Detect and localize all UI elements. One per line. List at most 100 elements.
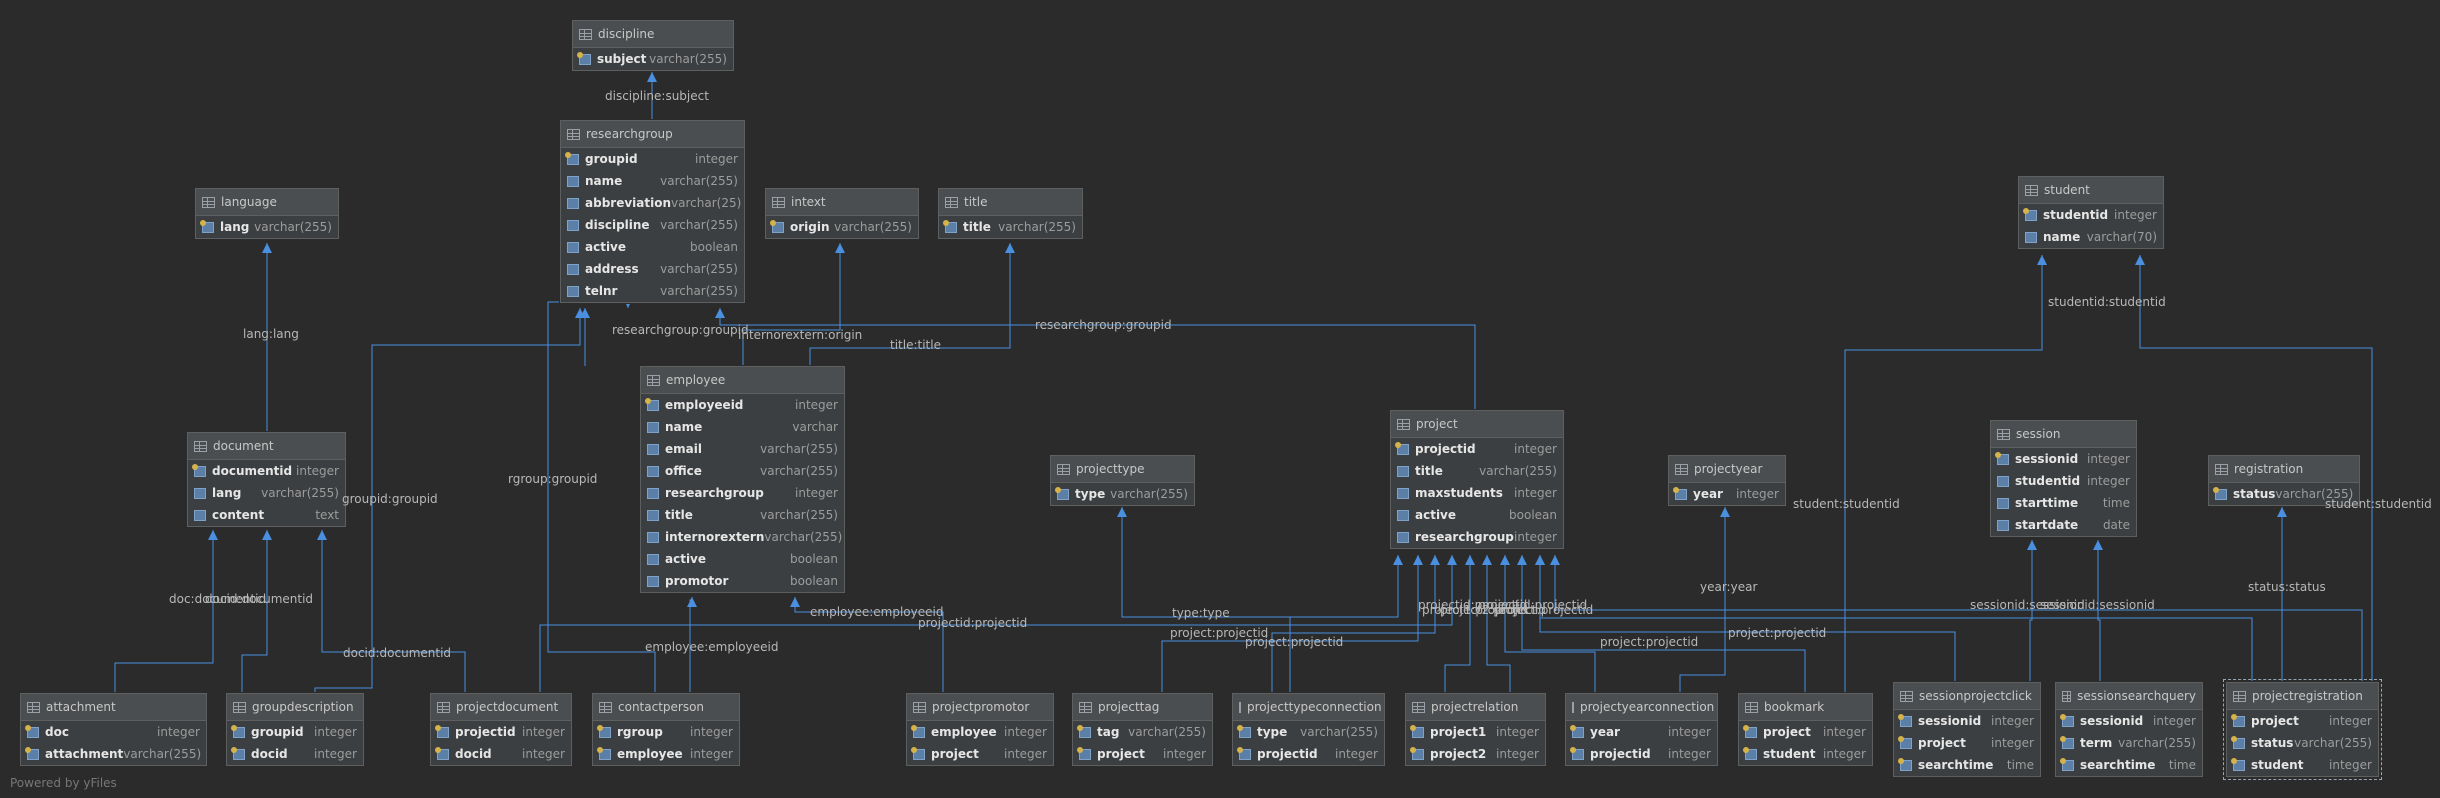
relationship-edge[interactable] [539,555,1453,693]
table-header[interactable]: researchgroup [561,121,744,148]
relationship-edge[interactable] [241,530,268,693]
table-header[interactable]: contactperson [593,694,739,721]
table-header[interactable]: projecttype [1051,456,1194,483]
relationship-edge[interactable] [1444,555,1471,693]
table-header[interactable]: session [1991,421,2136,448]
table-header[interactable]: bookmark [1739,694,1872,721]
relationship-edge[interactable] [1679,507,1726,693]
table-header[interactable]: groupdescription [227,694,363,721]
table-header[interactable]: project [1391,411,1563,438]
relationship-edge[interactable] [1121,507,1291,693]
relationship-edge[interactable] [1504,555,1596,693]
relationship-edge[interactable] [1554,555,2363,682]
table-header[interactable]: projectdocument [431,694,571,721]
table-header[interactable]: projecttag [1073,694,1212,721]
relationship-edge[interactable] [314,308,581,693]
table-header[interactable]: language [196,189,338,216]
table-header[interactable]: projectyearconnection [1566,694,1717,721]
table-header[interactable]: projectrelation [1406,694,1545,721]
table-header[interactable]: projectregistration [2227,683,2378,710]
relationship-edge[interactable] [2029,540,2033,682]
table-header[interactable]: registration [2209,456,2359,483]
table-header[interactable]: projectpromotor [907,694,1053,721]
table-header[interactable]: projecttypeconnection [1233,694,1384,721]
table-header[interactable]: document [188,433,345,460]
table-header[interactable]: sessionsearchquery [2056,683,2202,710]
table-header[interactable]: sessionprojectclick [1894,683,2040,710]
relationship-edge[interactable] [1486,555,1511,693]
table-header[interactable]: employee [641,367,844,394]
table-header[interactable]: discipline [573,21,733,48]
table-header[interactable]: title [939,189,1082,216]
relationship-edge[interactable] [742,243,841,366]
table-header[interactable]: attachment [21,694,206,721]
relationship-edge[interactable] [809,243,1011,366]
relationship-edge[interactable] [1161,555,1419,693]
relationship-edge[interactable] [1539,555,2253,682]
relationship-edge[interactable] [2139,255,2373,682]
relationship-edge[interactable] [114,530,214,693]
relationship-edge[interactable] [321,530,466,693]
